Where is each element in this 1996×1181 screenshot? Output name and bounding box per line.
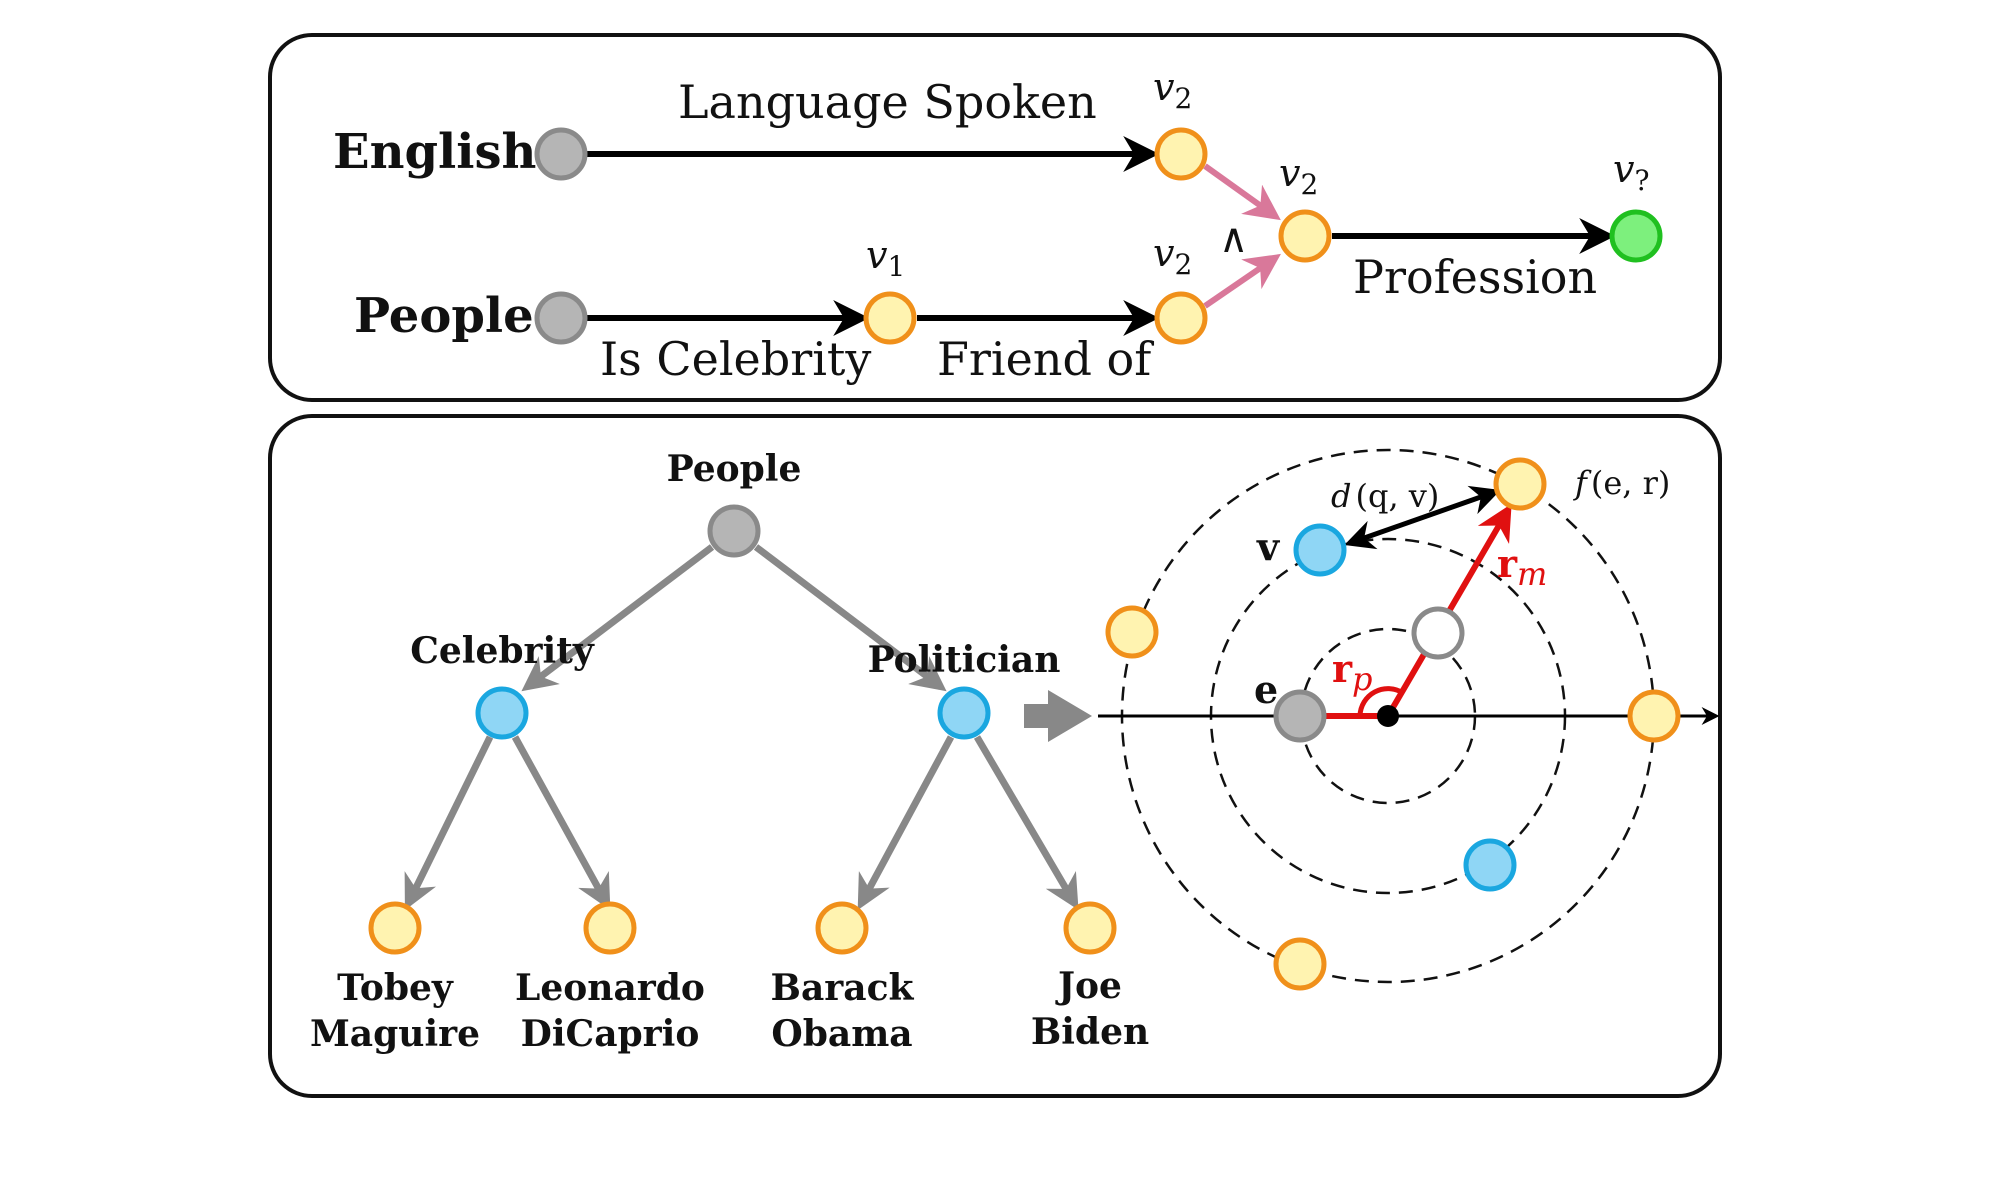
tree-node-tobey [368, 901, 422, 955]
label-rp: rp [1332, 646, 1373, 698]
label-projection-f: f(e, r) [1573, 464, 1670, 502]
var-sub: 2 [1300, 168, 1318, 201]
var-v: v [1279, 151, 1301, 195]
tree-label-joe-line2: Biden [1031, 1011, 1149, 1053]
label-is-celebrity: Is Celebrity [600, 332, 871, 386]
tree-label-tobey-line2: Maguire [310, 1013, 480, 1055]
target-node [1609, 209, 1663, 263]
rp-angle-arc [1357, 686, 1405, 717]
polar-node-orange-left [1105, 605, 1159, 659]
bottom-panel-frame [268, 414, 1722, 1098]
anchor-node-people [534, 291, 588, 345]
variable-node-v2-lower [1154, 291, 1208, 345]
label-v1: v1 [866, 233, 905, 283]
var-v: v [866, 233, 888, 277]
tree-node-barack [815, 901, 869, 955]
intersection-symbol: ∧ [1219, 216, 1248, 262]
polar-origin [1377, 705, 1399, 727]
label-rm: rm [1497, 541, 1547, 593]
label-v2-upper: v2 [1153, 65, 1192, 115]
label-profession: Profession [1353, 250, 1597, 304]
tree-edge-people-celebrity [521, 544, 715, 692]
math-text: (e, r) [1591, 464, 1671, 502]
variable-node-v2-merged [1278, 209, 1332, 263]
tree-label-joe-line1: Joe [1055, 965, 1122, 1007]
top-panel-frame [268, 33, 1722, 402]
tree-node-celebrity [475, 686, 529, 740]
label-v-target: v? [1613, 147, 1649, 197]
math-text: (q, v) [1355, 477, 1439, 515]
tree-edge-people-politician [753, 544, 947, 692]
entity-node-e [1273, 689, 1327, 743]
math-text: f [1573, 464, 1592, 502]
label-distance: d(q, v) [1331, 477, 1439, 515]
label-english: English [333, 124, 536, 180]
tree-label-tobey-line1: Tobey [337, 967, 454, 1009]
polar-node-orange-bottom [1273, 937, 1327, 991]
math-text: r [1332, 646, 1353, 691]
tree-label-people: People [667, 448, 802, 490]
label-people: People [354, 288, 534, 344]
var-sub: ? [1634, 164, 1649, 197]
math-text: r [1497, 541, 1518, 586]
tree-edge-politician-joe [973, 735, 1079, 911]
query-node-v [1293, 523, 1347, 577]
label-v2-lower: v2 [1153, 231, 1192, 281]
math-text: d [1331, 477, 1351, 515]
math-text: p [1352, 660, 1372, 698]
transition-arrow [1024, 690, 1092, 742]
anchor-node-english [534, 127, 588, 181]
var-v: v [1613, 147, 1635, 191]
tree-edge-celebrity-tobey [404, 735, 494, 911]
var-sub: 1 [887, 250, 905, 283]
tree-node-people [707, 504, 761, 558]
distance-arrow [1344, 485, 1501, 550]
variable-node-v1 [863, 291, 917, 345]
tree-label-barack-line1: Barack [771, 967, 915, 1009]
tree-label-politician: Politician [868, 639, 1061, 681]
variable-node-v2-upper [1154, 127, 1208, 181]
var-v: v [1153, 231, 1175, 275]
var-v: v [1153, 65, 1175, 109]
projected-node-f [1493, 457, 1547, 511]
polar-node-blue-lower [1463, 838, 1517, 892]
intermediate-node [1411, 606, 1465, 660]
var-sub: 2 [1174, 248, 1192, 281]
label-v: v [1256, 524, 1281, 569]
tree-node-leonardo [583, 901, 637, 955]
tree-node-joe [1063, 901, 1117, 955]
intersection-edge-upper [1203, 163, 1281, 221]
tree-node-politician [937, 686, 991, 740]
label-e: e [1254, 667, 1278, 712]
label-v2-merged: v2 [1279, 151, 1318, 201]
math-text: m [1517, 555, 1547, 593]
tree-edge-celebrity-leonardo [511, 735, 611, 911]
tree-label-leonardo-line1: Leonardo [515, 967, 705, 1009]
tree-label-barack-line2: Obama [771, 1013, 912, 1055]
tree-edge-politician-barack [857, 735, 955, 911]
tree-label-leonardo-line2: DiCaprio [521, 1013, 700, 1055]
polar-node-orange-right [1627, 689, 1681, 743]
label-friend-of: Friend of [937, 332, 1154, 386]
intersection-edge-lower [1203, 253, 1281, 309]
tree-label-celebrity: Celebrity [410, 630, 595, 672]
var-sub: 2 [1174, 82, 1192, 115]
label-language-spoken: Language Spoken [678, 75, 1097, 129]
